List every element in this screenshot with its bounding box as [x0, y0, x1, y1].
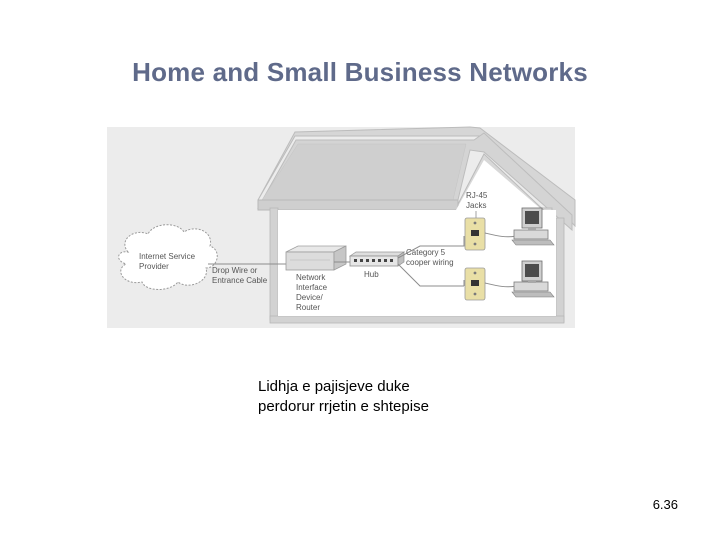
computer-icon-upper: [511, 207, 555, 246]
drop-wire-label-line1: Drop Wire or: [212, 266, 258, 275]
wall-jack-icon-lower: [464, 267, 486, 301]
rj45-label-line2: Jacks: [466, 201, 486, 210]
router-label-line1: Network: [296, 273, 326, 282]
router-device-icon: [285, 245, 347, 271]
cat5-label-line2: cooper wiring: [406, 258, 454, 267]
drop-wire-label-line2: Entrance Cable: [212, 276, 268, 285]
isp-label-line1: Internet Service: [139, 252, 196, 261]
isp-label-line2: Provider: [139, 262, 169, 271]
patch-cord-lower: [484, 282, 517, 288]
hub-label: Hub: [364, 270, 379, 279]
slide-title: Home and Small Business Networks: [132, 57, 588, 87]
caption-line-1: Lidhja e pajisjeve duke: [258, 378, 410, 395]
cat5-label-line1: Category 5: [406, 248, 446, 257]
rj45-label-line1: RJ-45: [466, 191, 488, 200]
computer-icon-lower: [511, 260, 555, 298]
caption-line-2: perdorur rrjetin e shtepise: [258, 398, 429, 415]
page-number: 6.36: [652, 497, 678, 512]
router-label-line2: Interface: [296, 283, 328, 292]
figure-caption: Lidhja e pajisjeve duke perdorur rrjetin…: [258, 377, 558, 417]
hub-icon: [348, 251, 406, 267]
router-label-line4: Router: [296, 303, 320, 312]
wall-jack-icon-upper: [464, 217, 486, 251]
patch-cord-upper: [484, 232, 517, 238]
cat5-wiring: [397, 236, 465, 287]
router-label-line3: Device/: [296, 293, 323, 302]
isp-cloud-icon: [118, 224, 218, 290]
